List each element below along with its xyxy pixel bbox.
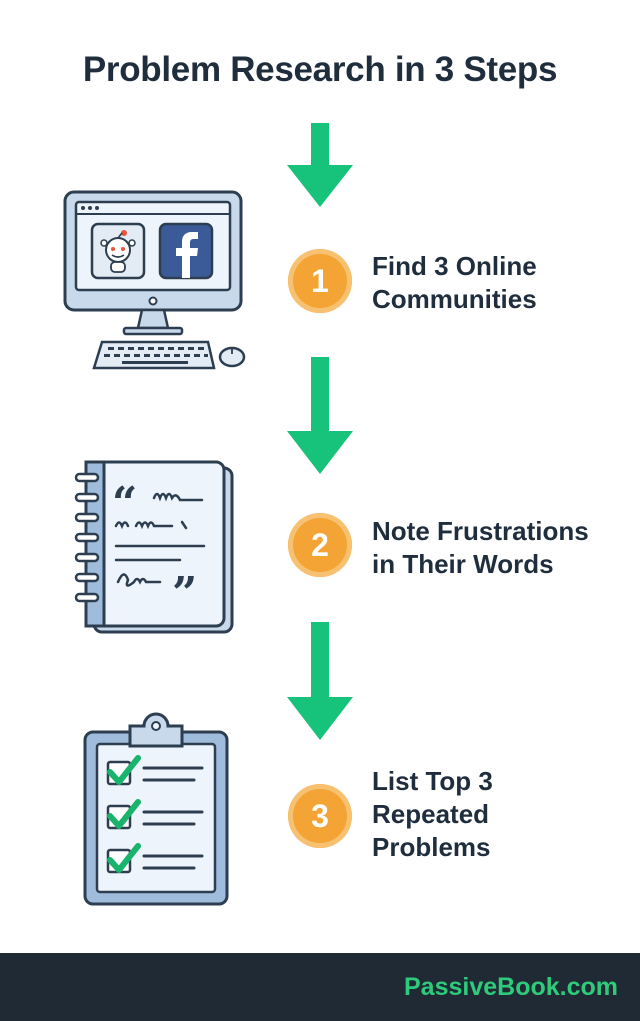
brand-link[interactable]: PassiveBook.com [404, 973, 618, 1001]
down-arrow-icon [287, 622, 353, 740]
step-1-label-line: Communities [372, 284, 537, 314]
step-1-badge: 1 [288, 249, 352, 313]
step-2-label: Note Frustrations in Their Words [372, 515, 632, 581]
down-arrow-icon [287, 123, 353, 207]
step-1-label: Find 3 Online Communities [372, 250, 632, 316]
step-3-label-line: Problems [372, 832, 491, 862]
step-3-number: 3 [311, 797, 329, 834]
step-3-label-line: List Top 3 [372, 766, 493, 796]
step-2-number: 2 [311, 526, 329, 563]
footer-bar: PassiveBook.com [0, 953, 640, 1021]
step-1-number: 1 [311, 262, 329, 299]
checklist-clipboard-icon [83, 712, 229, 906]
svg-text:”: ” [172, 568, 197, 619]
quote-notebook-icon: “ ” [74, 460, 234, 634]
computer-with-community-logos-icon [63, 190, 246, 370]
step-2-label-line: Note Frustrations [372, 516, 589, 546]
step-3-label: List Top 3 Repeated Problems [372, 765, 632, 864]
step-1-label-line: Find 3 Online [372, 251, 537, 281]
page-title: Problem Research in 3 Steps [82, 50, 558, 89]
step-3-badge: 3 [288, 784, 352, 848]
svg-text:“: “ [112, 478, 137, 529]
step-2-label-line: in Their Words [372, 549, 554, 579]
down-arrow-icon [287, 357, 353, 474]
step-2-badge: 2 [288, 513, 352, 577]
step-3-label-line: Repeated [372, 799, 490, 829]
